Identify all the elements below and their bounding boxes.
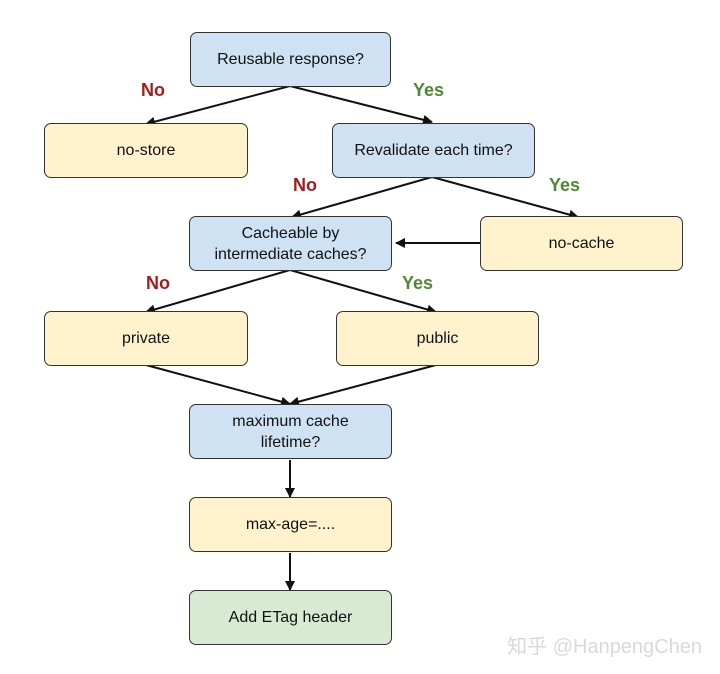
- edge-label-yes-1: Yes: [413, 80, 445, 100]
- edge-cacheable-yes: [289, 269, 437, 315]
- node-no-cache-label: no-cache: [548, 235, 615, 252]
- node-lifetime-label-line2: lifetime?: [260, 433, 321, 451]
- node-maximum-cache-lifetime: maximum cache lifetime?: [189, 404, 392, 459]
- node-revalidate-each-time: Revalidate each time?: [332, 123, 535, 178]
- node-cacheable-label-line1: Cacheable by: [241, 224, 340, 242]
- edge-label-yes-2: Yes: [549, 175, 581, 195]
- edge-public-to-lifetime: [289, 364, 437, 407]
- watermark: 知乎 @HanpengChen: [507, 636, 702, 658]
- node-max-age: max-age=....: [189, 497, 392, 552]
- node-add-etag-header-label: Add ETag header: [228, 609, 353, 626]
- edge-private-to-lifetime: [145, 364, 291, 407]
- node-revalidate-each-time-label: Revalidate each time?: [354, 142, 513, 159]
- node-reusable-response-label: Reusable response?: [217, 51, 364, 68]
- node-lifetime-label-line1: maximum cache: [232, 412, 349, 430]
- edge-label-yes-3: Yes: [402, 273, 434, 293]
- node-private: private: [44, 311, 248, 366]
- node-no-store: no-store: [44, 123, 248, 178]
- edge-label-no-3: No: [146, 273, 170, 293]
- node-public: public: [336, 311, 539, 366]
- edge-reusable-yes: [289, 85, 433, 125]
- node-public-label: public: [416, 330, 459, 347]
- node-reusable-response: Reusable response?: [190, 32, 391, 87]
- node-private-label: private: [121, 330, 171, 347]
- node-no-cache: no-cache: [480, 216, 683, 271]
- edge-cacheable-no: [145, 269, 291, 315]
- edge-revalidate-yes: [431, 176, 579, 220]
- node-cacheable-label-line2: intermediate caches?: [214, 245, 367, 263]
- node-no-store-label: no-store: [116, 142, 176, 159]
- edge-label-no-1: No: [141, 80, 165, 100]
- edge-revalidate-no: [291, 176, 433, 220]
- node-cacheable-by-intermediate: Cacheable by intermediate caches?: [189, 216, 392, 271]
- node-max-age-label: max-age=....: [245, 516, 336, 533]
- node-add-etag-header: Add ETag header: [189, 590, 392, 645]
- edge-reusable-no: [145, 85, 291, 127]
- edge-label-no-2: No: [293, 175, 317, 195]
